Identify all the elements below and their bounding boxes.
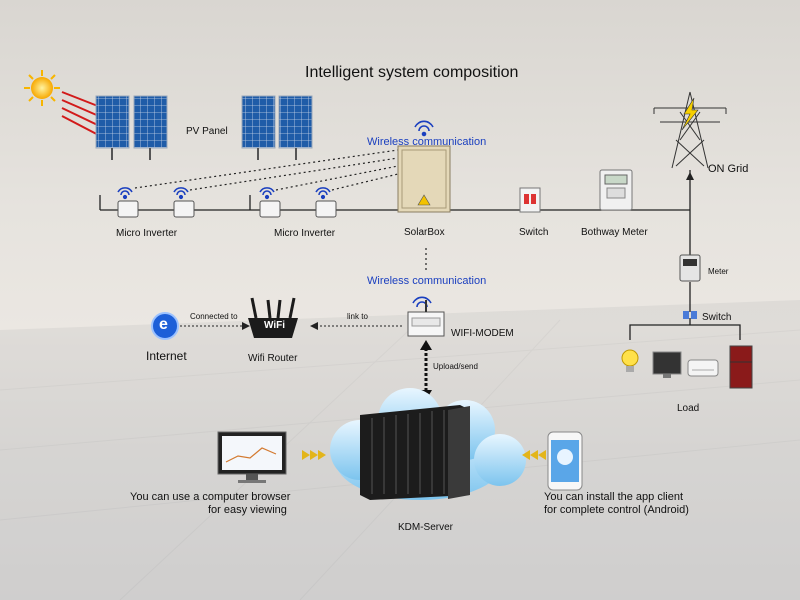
tv-icon — [652, 351, 682, 378]
lightbulb-icon — [621, 349, 639, 372]
pv-panel-array-right — [241, 95, 313, 160]
server-rack-icon — [360, 405, 470, 500]
computer-caption-line2: for easy viewing — [208, 504, 287, 516]
yellow-arrows-left — [302, 450, 326, 460]
sun-icon — [24, 70, 60, 106]
lightning-icon — [681, 97, 699, 131]
meter-icon — [679, 254, 701, 282]
wifi-modem-icon — [407, 300, 445, 337]
yellow-arrows-right — [522, 450, 546, 460]
pv-panel-label: PV Panel — [186, 126, 228, 137]
micro-inverter-label-2: Micro Inverter — [274, 228, 336, 239]
wifi-signal-icons — [117, 120, 434, 308]
diagram-title: Intelligent system composition — [305, 64, 519, 81]
computer-caption-line1: You can use a computer browser — [130, 491, 291, 503]
wireless-links — [134, 149, 427, 272]
load-appliances — [621, 345, 753, 389]
air-conditioner-icon — [687, 359, 719, 377]
router-logo-text: WiFi — [264, 320, 286, 331]
app-caption-line1: You can install the app client — [544, 491, 684, 503]
wifi-modem-label: WIFI-MODEM — [451, 328, 514, 339]
micro-inverter-icons — [117, 200, 337, 218]
wifi-router-icon — [248, 297, 298, 338]
smartphone-icon — [547, 431, 583, 491]
wifi-router-label: Wifi Router — [248, 353, 298, 364]
load-label: Load — [677, 403, 700, 414]
pv-panel-array-left — [95, 95, 168, 160]
wireless-communication-mid-label: Wireless communication — [367, 275, 487, 287]
internet-label: Internet — [146, 349, 187, 363]
upload-send-label: Upload/send — [433, 362, 478, 371]
refrigerator-icon — [729, 345, 753, 389]
solarbox-label: SolarBox — [404, 227, 445, 238]
grid-arrow — [686, 172, 694, 180]
bothway-meter-icon — [599, 169, 633, 211]
app-caption-line2: for complete control (Android) — [544, 504, 689, 516]
computer-icon — [217, 431, 287, 483]
wireless-communication-top-label: Wireless communication — [367, 136, 487, 148]
meter-label: Meter — [708, 267, 729, 276]
bothway-meter-label: Bothway Meter — [581, 227, 648, 238]
on-grid-label: ON Grid — [708, 163, 749, 175]
load-switch-icon — [683, 311, 697, 319]
power-bus — [99, 170, 741, 340]
switch-breaker-icon — [519, 187, 541, 213]
solarbox-icon — [397, 145, 451, 213]
micro-inverter-label-1: Micro Inverter — [116, 228, 178, 239]
internet-logo-letter: e — [159, 316, 168, 333]
connected-to-label: Connected to — [190, 312, 238, 321]
switch-label-top: Switch — [519, 227, 549, 238]
internet-icon — [151, 312, 179, 340]
kdm-server-label: KDM-Server — [398, 522, 454, 533]
switch-label-load: Switch — [702, 312, 732, 323]
link-to-label: link to — [347, 312, 368, 321]
power-tower-icon — [653, 91, 727, 169]
